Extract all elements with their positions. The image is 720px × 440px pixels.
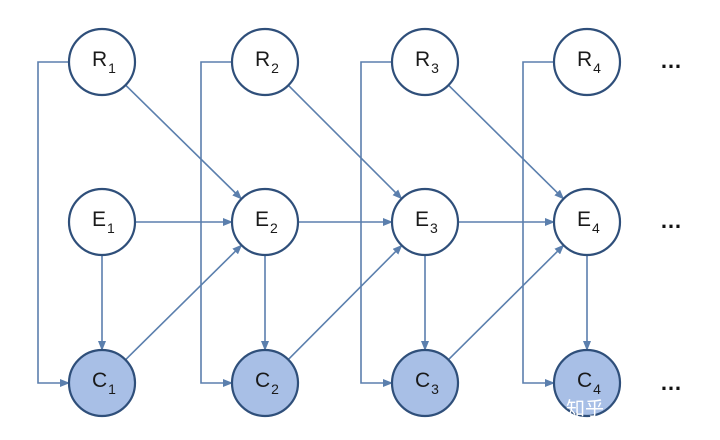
node-letter: R	[92, 48, 107, 71]
node-subscript: 4	[593, 60, 601, 76]
node-c2: C2	[230, 348, 300, 418]
node-letter: E	[255, 208, 269, 231]
node-c3: C3	[390, 348, 460, 418]
node-label: E1	[92, 208, 115, 236]
node-letter: R	[255, 48, 270, 71]
node-circle	[230, 27, 300, 97]
node-label: E2	[255, 208, 278, 236]
node-circle	[390, 348, 460, 418]
node-letter: E	[577, 208, 591, 231]
node-circle	[67, 27, 137, 97]
node-e2: E2	[230, 187, 300, 257]
node-circle	[67, 187, 137, 257]
node-subscript: 2	[270, 220, 278, 236]
node-subscript: 4	[593, 381, 601, 397]
node-letter: C	[92, 369, 107, 392]
node-label: E3	[415, 208, 438, 236]
node-subscript: 3	[431, 381, 439, 397]
node-circle	[67, 348, 137, 418]
node-letter: C	[255, 369, 270, 392]
node-subscript: 2	[271, 381, 279, 397]
node-subscript: 3	[430, 220, 438, 236]
ellipsis-row-r: …	[660, 48, 683, 73]
edge-c3-to-e4	[447, 244, 565, 361]
node-letter: R	[577, 48, 592, 71]
node-e3: E3	[390, 187, 460, 257]
node-circle	[552, 187, 622, 257]
node-e4: E4	[552, 187, 622, 257]
node-label: R4	[577, 48, 601, 76]
node-circle	[230, 348, 300, 418]
edge-c2-to-e3	[287, 244, 403, 361]
node-label: E4	[577, 208, 600, 236]
node-c1: C1	[67, 348, 137, 418]
node-circle	[390, 187, 460, 257]
node-label: C2	[255, 369, 279, 397]
edge-r2-to-c2	[200, 61, 233, 387]
node-letter: C	[415, 369, 430, 392]
node-subscript: 4	[592, 220, 600, 236]
edge-c1-to-e2	[124, 244, 243, 361]
edge-r3-to-c3	[360, 61, 393, 387]
node-subscript: 1	[108, 60, 116, 76]
node-letter: E	[415, 208, 429, 231]
node-subscript: 2	[271, 60, 279, 76]
edge-r2-to-e3	[287, 84, 403, 200]
edge-r3-to-e4	[447, 84, 565, 200]
node-r3: R3	[390, 27, 460, 97]
node-subscript: 1	[107, 220, 115, 236]
node-e1: E1	[67, 187, 137, 257]
node-letter: E	[92, 208, 106, 231]
node-label: C4	[577, 369, 601, 397]
ellipsis-row-c: …	[660, 370, 683, 395]
node-circle	[552, 348, 622, 418]
node-label: C1	[92, 369, 116, 397]
edge-r4-to-c4	[522, 61, 555, 387]
ellipsis-row-e: …	[660, 208, 683, 233]
edge-r1-to-c1	[37, 61, 70, 387]
node-r1: R1	[67, 27, 137, 97]
node-circle	[552, 27, 622, 97]
watermark: 知乎 @刘十三	[566, 398, 686, 420]
node-letter: R	[415, 48, 430, 71]
edge-r1-to-e2	[124, 84, 243, 200]
node-r4: R4	[552, 27, 622, 97]
node-label: R1	[92, 48, 116, 76]
node-label: R2	[255, 48, 279, 76]
node-letter: C	[577, 369, 592, 392]
node-subscript: 1	[108, 381, 116, 397]
node-c4: C4	[552, 348, 622, 418]
node-circle	[390, 27, 460, 97]
node-label: C3	[415, 369, 439, 397]
node-r2: R2	[230, 27, 300, 97]
node-subscript: 3	[431, 60, 439, 76]
node-label: R3	[415, 48, 439, 76]
edges	[37, 61, 591, 387]
node-circle	[230, 187, 300, 257]
